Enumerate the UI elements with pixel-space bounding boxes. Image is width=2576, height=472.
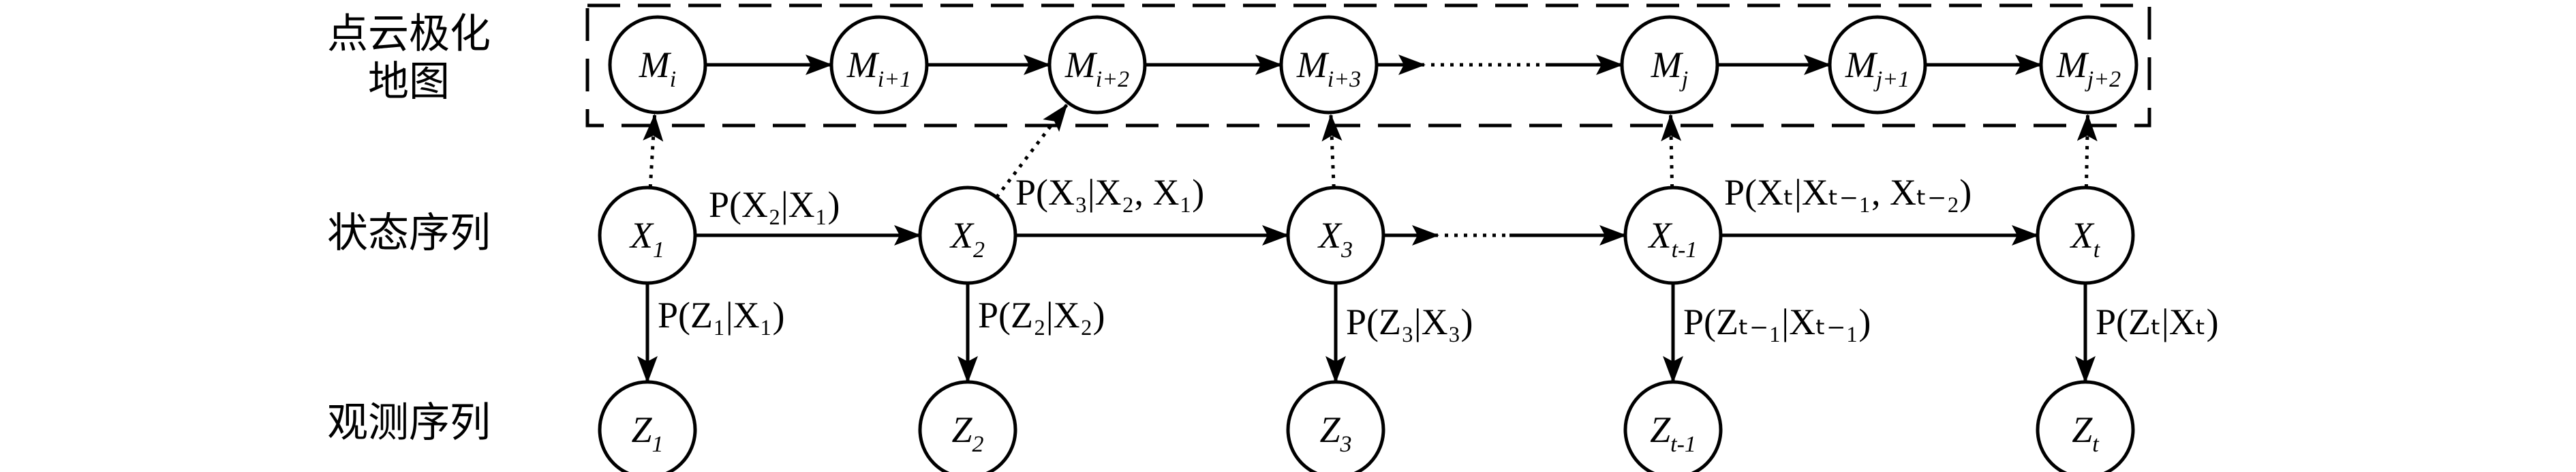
state-map-link <box>995 120 1056 198</box>
map-1-label: Mi+1 <box>846 44 911 92</box>
state-1-circle <box>918 186 1017 285</box>
observation-4-label: Zt <box>2072 409 2100 457</box>
row-label-state: 状态序列 <box>327 209 491 257</box>
state-map-link-head <box>1321 113 1343 142</box>
observation-prob-label: P(Z₂|X₂) <box>978 295 1105 336</box>
observation-prob-label: P(Zₜ₋₁|Xₜ₋₁) <box>1683 301 1871 342</box>
transition-label: P(X₃|X₂, X₁) <box>1015 172 1204 213</box>
state-2-node: X3 <box>1286 186 1385 285</box>
map-5-circle <box>1828 15 1927 115</box>
labels-layer: P(X₂|X₁) P(X₃|X₂, X₁) P(Xₜ|Xₜ₋₁, Xₜ₋₂) P(Z₁… <box>658 172 2219 342</box>
state-2-label: X3 <box>1317 215 1353 263</box>
observation-1-node: Z2 <box>918 380 1017 472</box>
observation-0-circle <box>598 380 697 472</box>
state-map-link <box>1669 135 1674 188</box>
observation-0-node: Z1 <box>598 380 697 472</box>
observation-1-circle <box>918 380 1017 472</box>
map-6-circle <box>2039 15 2138 115</box>
map-1-node: Mi+1 <box>829 15 929 115</box>
observation-prob-label: P(Zₜ|Xₜ) <box>2096 301 2219 342</box>
state-map-link-head <box>2076 113 2098 142</box>
map-6-node: Mj+2 <box>2039 15 2138 115</box>
map-6-label: Mj+2 <box>2056 44 2121 92</box>
map-3-circle <box>1279 15 1379 115</box>
transition-label: P(Xₜ|Xₜ₋₁, Xₜ₋₂) <box>1724 172 1972 213</box>
state-map-link <box>2084 135 2089 188</box>
observation-3-node: Zt-1 <box>1623 380 1723 472</box>
row-label-map: 点云极化 地图 <box>327 10 491 106</box>
state-3-circle <box>1623 186 1723 285</box>
observation-3-circle <box>1623 380 1723 472</box>
row-label-observation: 观测序列 <box>327 399 491 447</box>
state-map-link <box>648 135 656 188</box>
edges-layer <box>637 55 2098 383</box>
state-3-label: Xt-1 <box>1648 215 1698 263</box>
map-0-node: Mi <box>608 15 707 115</box>
state-3-node: Xt-1 <box>1623 186 1723 285</box>
observation-1-label: Z2 <box>951 409 983 457</box>
map-label-line-1: 点云极化 <box>327 10 491 58</box>
observation-3-label: Zt-1 <box>1650 409 1696 457</box>
map-2-circle <box>1047 15 1147 115</box>
transition-label: P(X₂|X₁) <box>709 184 840 225</box>
map-1-circle <box>829 15 929 115</box>
observation-4-circle <box>2036 380 2135 472</box>
map-3-node: Mi+3 <box>1279 15 1379 115</box>
state-4-node: Xt <box>2036 186 2135 285</box>
observation-prob-label: P(Z₁|X₁) <box>658 295 784 336</box>
state-1-node: X2 <box>918 186 1017 285</box>
map-5-label: Mj+1 <box>1845 44 1910 92</box>
state-2-circle <box>1286 186 1385 285</box>
observation-prob-label: P(Z₃|X₃) <box>1346 301 1473 342</box>
state-map-link-head <box>643 113 664 142</box>
map-5-node: Mj+1 <box>1828 15 1927 115</box>
observation-2-circle <box>1286 380 1385 472</box>
map-0-circle <box>608 15 707 115</box>
state-0-circle <box>598 186 697 285</box>
state-0-label: X1 <box>629 215 664 263</box>
map-4-node: Mj <box>1620 15 1719 115</box>
map-2-label: Mi+2 <box>1064 44 1129 92</box>
observation-4-node: Zt <box>2036 380 2135 472</box>
map-0-label: Mi <box>639 44 676 92</box>
observation-2-node: Z3 <box>1286 380 1385 472</box>
map-group-dashed-box <box>585 3 2151 128</box>
state-map-link-head <box>1661 113 1682 142</box>
map-3-label: Mi+3 <box>1296 44 1361 92</box>
state-4-label: Xt <box>2070 215 2101 263</box>
map-4-label: Mj <box>1651 44 1688 92</box>
observation-0-label: Z1 <box>631 409 663 457</box>
observation-2-label: Z3 <box>1319 409 1351 457</box>
map-label-line-2: 地图 <box>368 58 450 106</box>
state-0-node: X1 <box>598 186 697 285</box>
state-4-circle <box>2036 186 2135 285</box>
state-1-label: X2 <box>949 215 985 263</box>
map-4-circle <box>1620 15 1719 115</box>
state-map-link-head <box>1043 104 1069 132</box>
map-2-node: Mi+2 <box>1047 15 1147 115</box>
state-map-link <box>1330 135 1336 188</box>
